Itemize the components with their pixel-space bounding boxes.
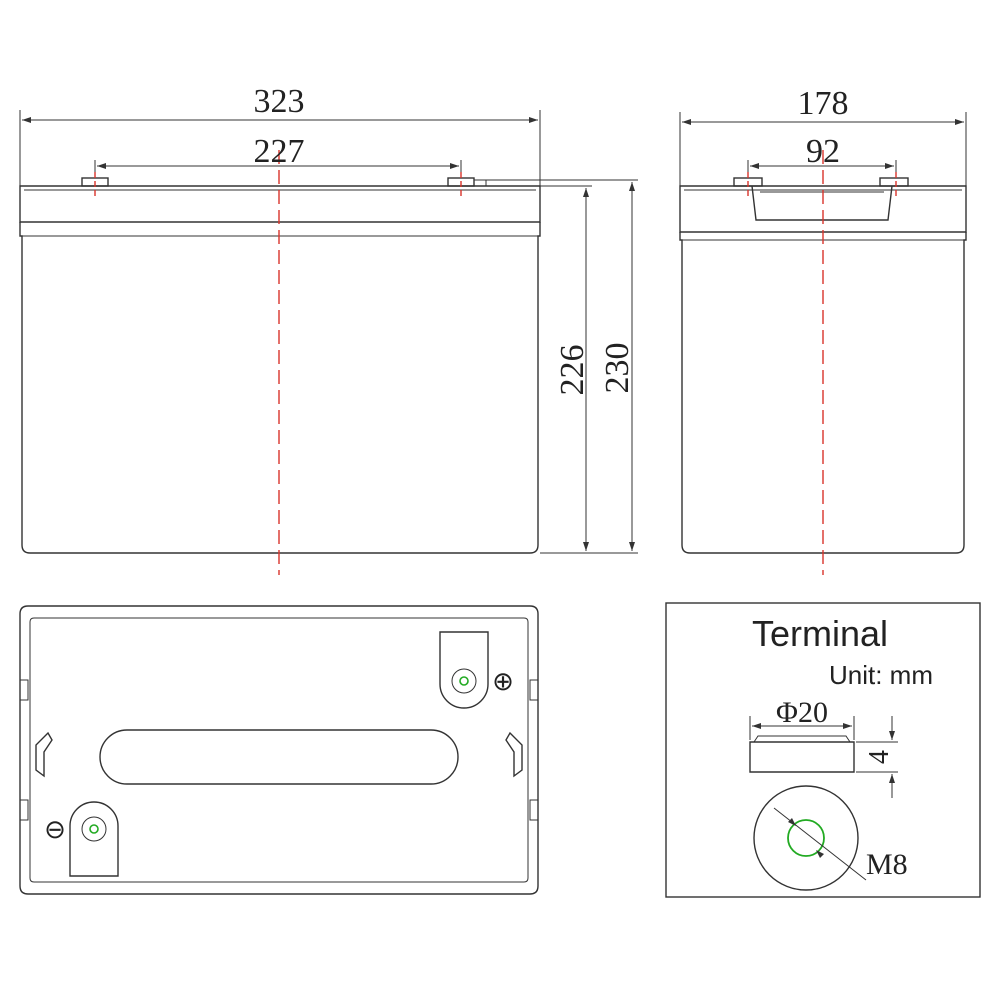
negative-symbol: ⊖ — [44, 814, 66, 844]
positive-symbol: ⊕ — [492, 666, 514, 696]
front-total-height-label: 230 — [599, 343, 636, 394]
terminal-unit: Unit: mm — [829, 660, 933, 690]
front-view: 323 227 226 230 — [19, 83, 638, 575]
top-terminal-positive — [439, 631, 489, 709]
terminal-diameter-label: Φ20 — [776, 696, 828, 729]
terminal-top-view — [753, 785, 859, 891]
front-terminal-spacing-label: 227 — [254, 133, 305, 170]
negative-bolt-icon — [89, 824, 99, 834]
top-outline — [19, 605, 539, 895]
thread-hole-icon — [787, 819, 825, 857]
terminal-height-label: 4 — [864, 750, 895, 764]
terminal-title: Terminal — [752, 613, 888, 654]
front-case-height-label: 226 — [554, 345, 591, 396]
front-lid — [19, 185, 541, 223]
front-width-label: 323 — [254, 83, 305, 120]
side-handle — [751, 185, 893, 221]
terminal-panel-frame — [665, 602, 981, 898]
side-width-label: 178 — [798, 85, 849, 122]
thread-leader-line — [773, 807, 867, 881]
terminal-detail-panel: Terminal Unit: mm Φ20 4 M8 — [665, 602, 981, 898]
side-terminal-spacing-label: 92 — [806, 133, 840, 170]
positive-bolt-icon — [459, 676, 469, 686]
top-handle-slot — [99, 729, 459, 785]
terminal-thread-label: M8 — [866, 848, 908, 881]
top-terminal-negative — [69, 801, 119, 877]
clip-left — [35, 731, 53, 778]
side-view: 178 92 — [679, 85, 967, 575]
clip-right — [505, 731, 523, 778]
terminal-side-profile — [749, 741, 855, 773]
top-view: ⊕ ⊖ — [19, 605, 539, 895]
side-terminal-right — [879, 177, 909, 187]
front-case-body — [19, 222, 541, 554]
